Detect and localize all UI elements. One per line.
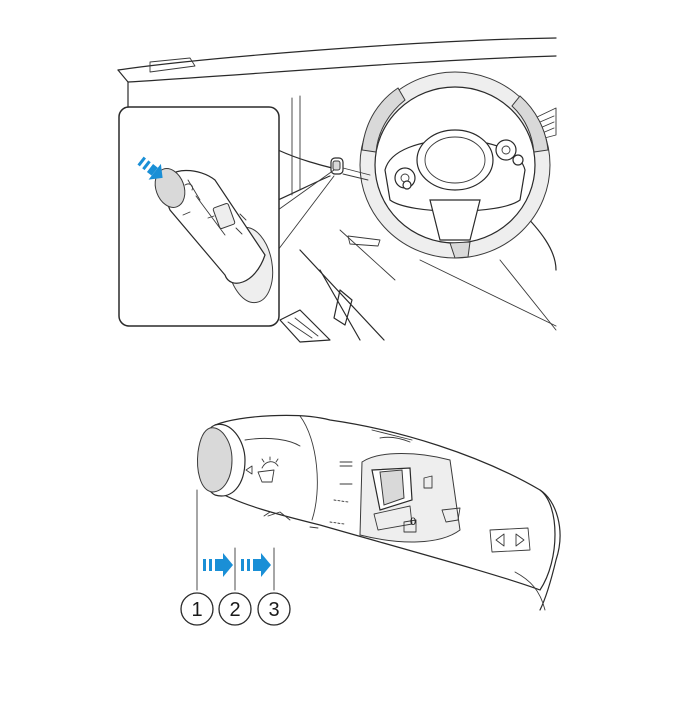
dashboard-illustration: [117, 37, 557, 343]
step-2: 2: [218, 592, 252, 626]
inset-wiper-stalk: [154, 168, 274, 304]
zero-mark: 0: [410, 516, 416, 528]
push-button[interactable]: [197, 427, 233, 493]
inset-panel: [118, 106, 280, 327]
step-guides: [196, 489, 275, 591]
inset-push-arrow: [137, 156, 163, 180]
stalk-closeup: 0: [197, 414, 561, 611]
step-1: 1: [180, 592, 214, 626]
push-arrow-2: [241, 553, 271, 577]
push-arrow-1: [203, 553, 233, 577]
step-2-label: 2: [229, 599, 240, 621]
step-3: 3: [257, 592, 291, 626]
step-3-label: 3: [268, 599, 279, 621]
step-1-label: 1: [191, 599, 202, 621]
